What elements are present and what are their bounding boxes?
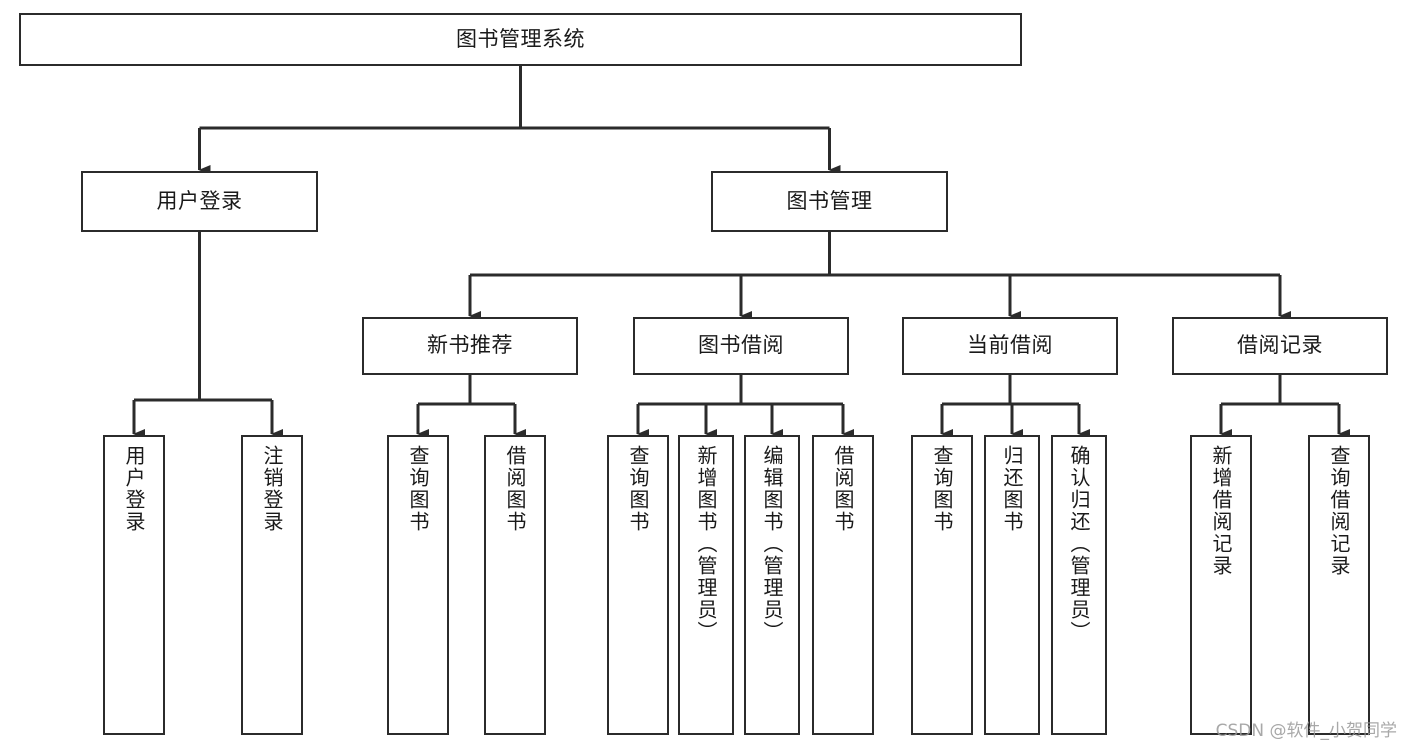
node-leaf-rec-query-book[interactable]: 查询图书: [387, 435, 449, 735]
node-book-borrow[interactable]: 图书借阅: [633, 317, 849, 375]
node-book-manage[interactable]: 图书管理: [711, 171, 948, 232]
node-label-borrow-record: 借阅记录: [1237, 333, 1323, 358]
node-label-leaf-borrow-query-book: 查询图书: [626, 445, 650, 533]
node-leaf-user-login[interactable]: 用户登录: [103, 435, 165, 735]
node-label-book-borrow: 图书借阅: [698, 333, 784, 358]
watermark-text: CSDN @软件_小贺同学: [1215, 721, 1397, 741]
node-label-root: 图书管理系统: [456, 26, 585, 51]
node-label-book-manage: 图书管理: [786, 188, 873, 213]
node-user-login[interactable]: 用户登录: [81, 171, 318, 232]
node-label-leaf-borrow-edit-book: 编辑图书（管理员）: [760, 445, 784, 643]
node-leaf-cur-return-book[interactable]: 归还图书: [984, 435, 1040, 735]
node-label-leaf-rec-borrow-book: 借阅图书: [503, 445, 527, 533]
node-current-borrow[interactable]: 当前借阅: [902, 317, 1118, 375]
node-label-leaf-borrow-add-book: 新增图书（管理员）: [694, 445, 718, 643]
node-leaf-borrow-borrow-book[interactable]: 借阅图书: [812, 435, 874, 735]
node-label-leaf-rec-query-book: 查询图书: [406, 445, 430, 533]
node-leaf-borrow-edit-book[interactable]: 编辑图书（管理员）: [744, 435, 800, 735]
node-label-leaf-borrow-borrow-book: 借阅图书: [831, 445, 855, 533]
node-leaf-cur-query-book[interactable]: 查询图书: [911, 435, 973, 735]
node-leaf-borrow-add-book[interactable]: 新增图书（管理员）: [678, 435, 734, 735]
node-root[interactable]: 图书管理系统: [19, 13, 1022, 66]
node-label-leaf-rec-query-record: 查询借阅记录: [1327, 445, 1351, 577]
node-leaf-rec-add-record[interactable]: 新增借阅记录: [1190, 435, 1252, 735]
node-leaf-rec-borrow-book[interactable]: 借阅图书: [484, 435, 546, 735]
node-label-leaf-cur-confirm-return: 确认归还（管理员）: [1067, 445, 1091, 643]
node-label-leaf-user-logout: 注销登录: [260, 445, 284, 533]
node-new-book-rec[interactable]: 新书推荐: [362, 317, 578, 375]
node-borrow-record[interactable]: 借阅记录: [1172, 317, 1388, 375]
node-label-current-borrow: 当前借阅: [967, 333, 1053, 358]
node-leaf-rec-query-record[interactable]: 查询借阅记录: [1308, 435, 1370, 735]
node-label-leaf-cur-return-book: 归还图书: [1000, 445, 1024, 533]
node-label-leaf-user-login: 用户登录: [122, 445, 146, 533]
node-label-user-login: 用户登录: [156, 188, 243, 213]
node-leaf-cur-confirm-return[interactable]: 确认归还（管理员）: [1051, 435, 1107, 735]
node-leaf-user-logout[interactable]: 注销登录: [241, 435, 303, 735]
node-label-leaf-cur-query-book: 查询图书: [930, 445, 954, 533]
node-label-new-book-rec: 新书推荐: [427, 333, 513, 358]
node-label-leaf-rec-add-record: 新增借阅记录: [1209, 445, 1233, 577]
node-leaf-borrow-query-book[interactable]: 查询图书: [607, 435, 669, 735]
